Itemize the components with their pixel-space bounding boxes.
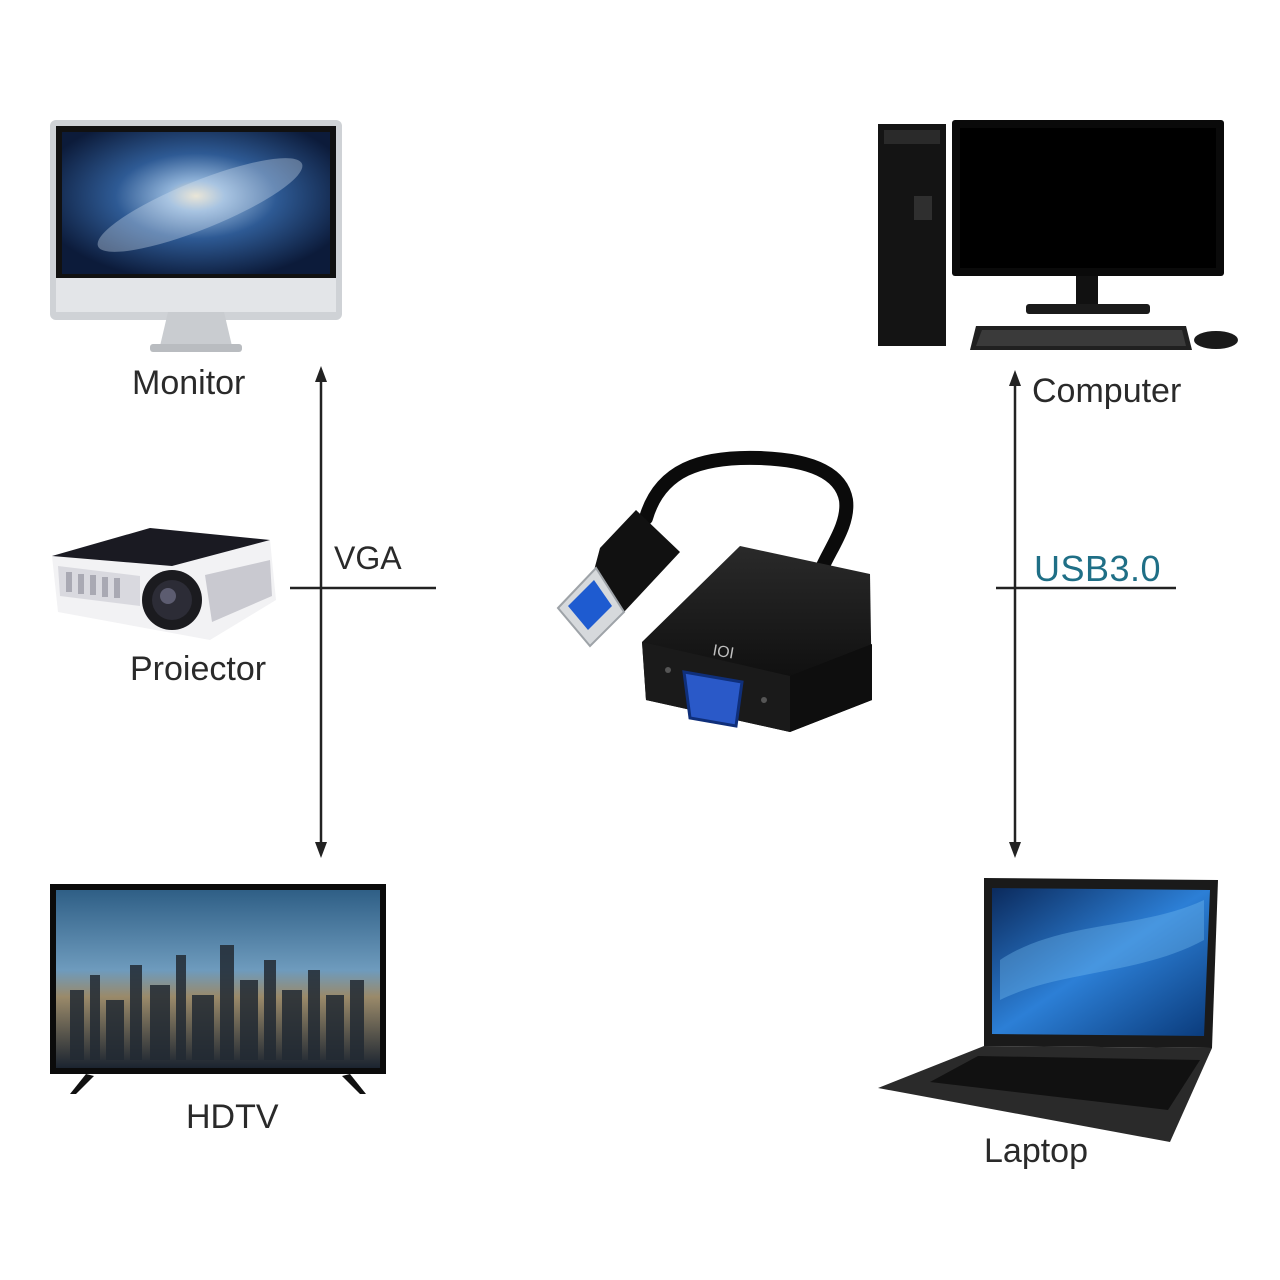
- hdtv-label: HDTV: [186, 1098, 279, 1136]
- computer-label: Computer: [1032, 372, 1182, 410]
- laptop-label: Laptop: [984, 1132, 1088, 1170]
- projector-label: Proiector: [130, 650, 267, 688]
- monitor-icon: [50, 120, 342, 352]
- right-connection-arrow: [1009, 370, 1021, 858]
- computer-icon: [878, 120, 1238, 350]
- projector-icon: [52, 528, 276, 640]
- hdtv-icon: [50, 884, 386, 1094]
- vga-label: VGA: [334, 540, 402, 576]
- svg-text:IOI: IOI: [711, 642, 735, 662]
- left-connection-arrow: [315, 366, 327, 858]
- usb-vga-adapter-icon: IOI: [556, 450, 872, 732]
- usb-label: USB3.0: [1034, 548, 1162, 589]
- monitor-label: Monitor: [132, 364, 246, 402]
- laptop-icon: [878, 878, 1218, 1142]
